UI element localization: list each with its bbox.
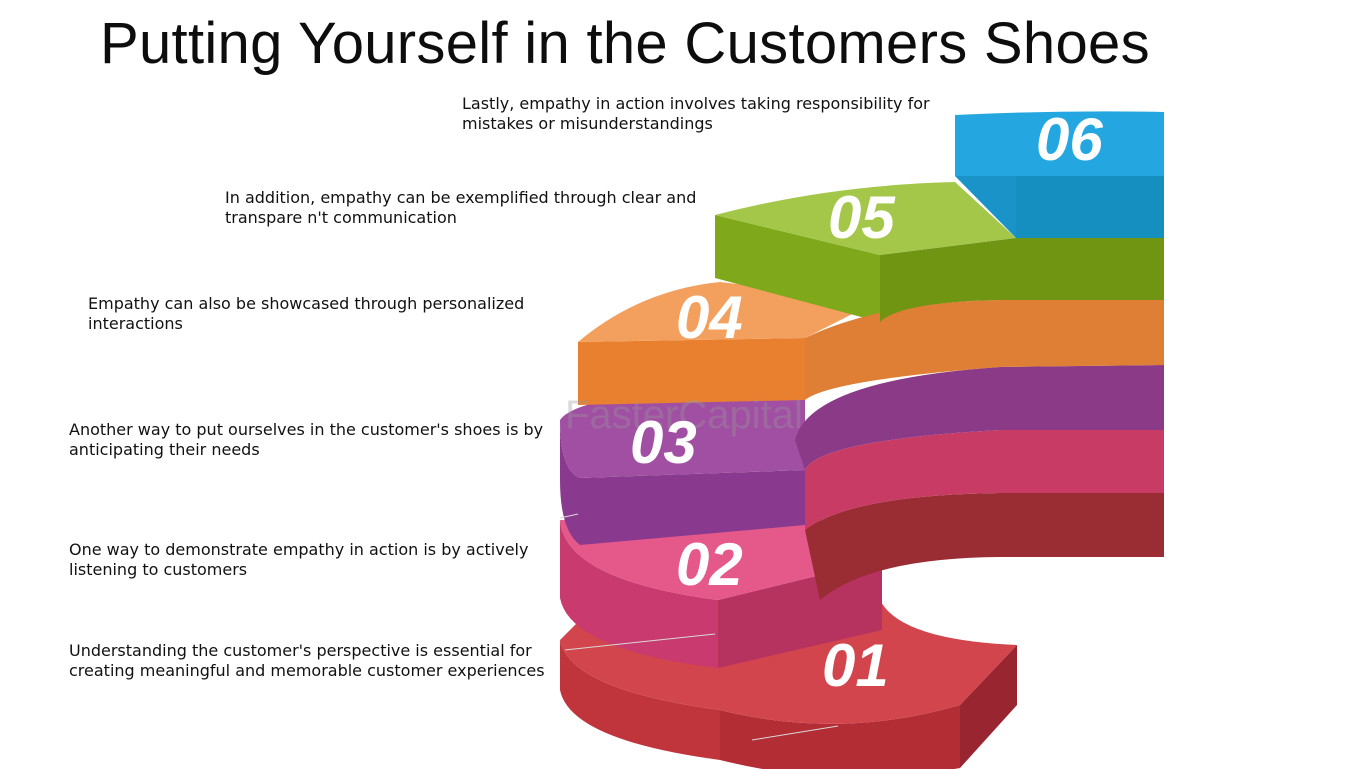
step-number-04: 04 <box>676 284 743 351</box>
page-title: Putting Yourself in the Customers Shoes <box>100 11 1150 76</box>
step-label-04: Empathy can also be showcased through pe… <box>88 294 525 333</box>
step-label-06: Lastly, empathy in action involves takin… <box>462 94 930 133</box>
step-label-03: Another way to put ourselves in the cust… <box>69 420 544 459</box>
step-number-03: 03 <box>630 409 697 476</box>
step-number-01: 01 <box>822 632 889 699</box>
watermark-text: FasterCapital <box>565 393 803 437</box>
step-label-05: In addition, empathy can be exemplified … <box>225 188 697 227</box>
step-05-block <box>715 182 1016 322</box>
step-06-block <box>955 111 1164 238</box>
step-number-05: 05 <box>828 184 896 251</box>
step-number-02: 02 <box>676 531 743 598</box>
ring-bands <box>795 176 1164 600</box>
step-03-block <box>560 380 805 545</box>
step-number-06: 06 <box>1036 106 1103 173</box>
step-label-02: One way to demonstrate empathy in action… <box>69 540 529 579</box>
step-label-01: Understanding the customer's perspective… <box>69 641 545 680</box>
separator-lines <box>559 513 839 741</box>
